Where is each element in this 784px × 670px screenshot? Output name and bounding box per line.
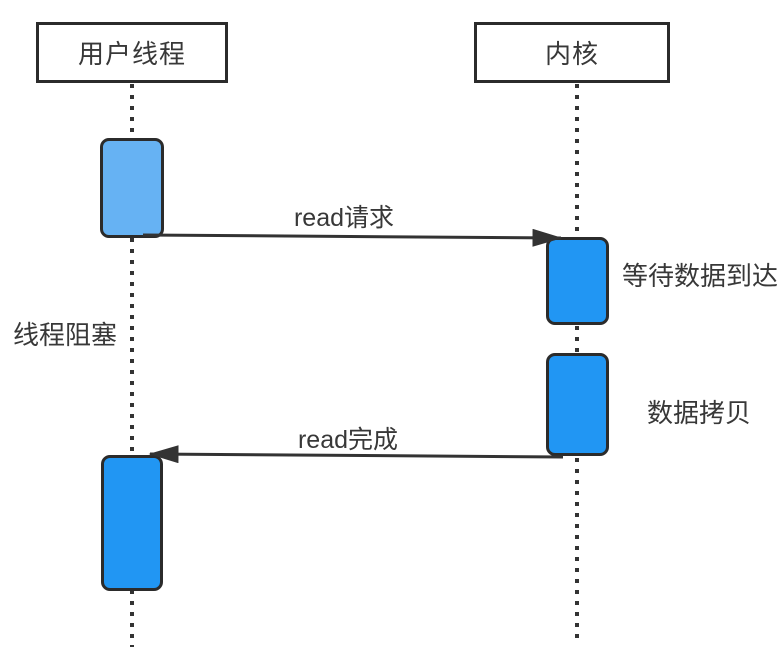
activation-user-call	[100, 138, 164, 238]
actor-box-kernel: 内核	[474, 22, 670, 83]
activation-kernel-wait	[546, 237, 609, 325]
message-arrow-read-request	[142, 228, 563, 247]
annotation-wait-for-data: 等待数据到达	[622, 261, 779, 291]
activation-user-resume	[101, 455, 163, 591]
annotation-thread-blocked: 线程阻塞	[13, 320, 118, 350]
annotation-data-copy: 数据拷贝	[647, 398, 752, 428]
actor-label-user-thread: 用户线程	[77, 39, 186, 69]
activation-kernel-copy	[546, 353, 609, 456]
message-label-read-complete: read完成	[297, 426, 399, 454]
actor-box-user-thread: 用户线程	[36, 22, 228, 83]
actor-label-kernel: 内核	[544, 39, 599, 69]
message-label-read-request: read请求	[293, 204, 395, 232]
